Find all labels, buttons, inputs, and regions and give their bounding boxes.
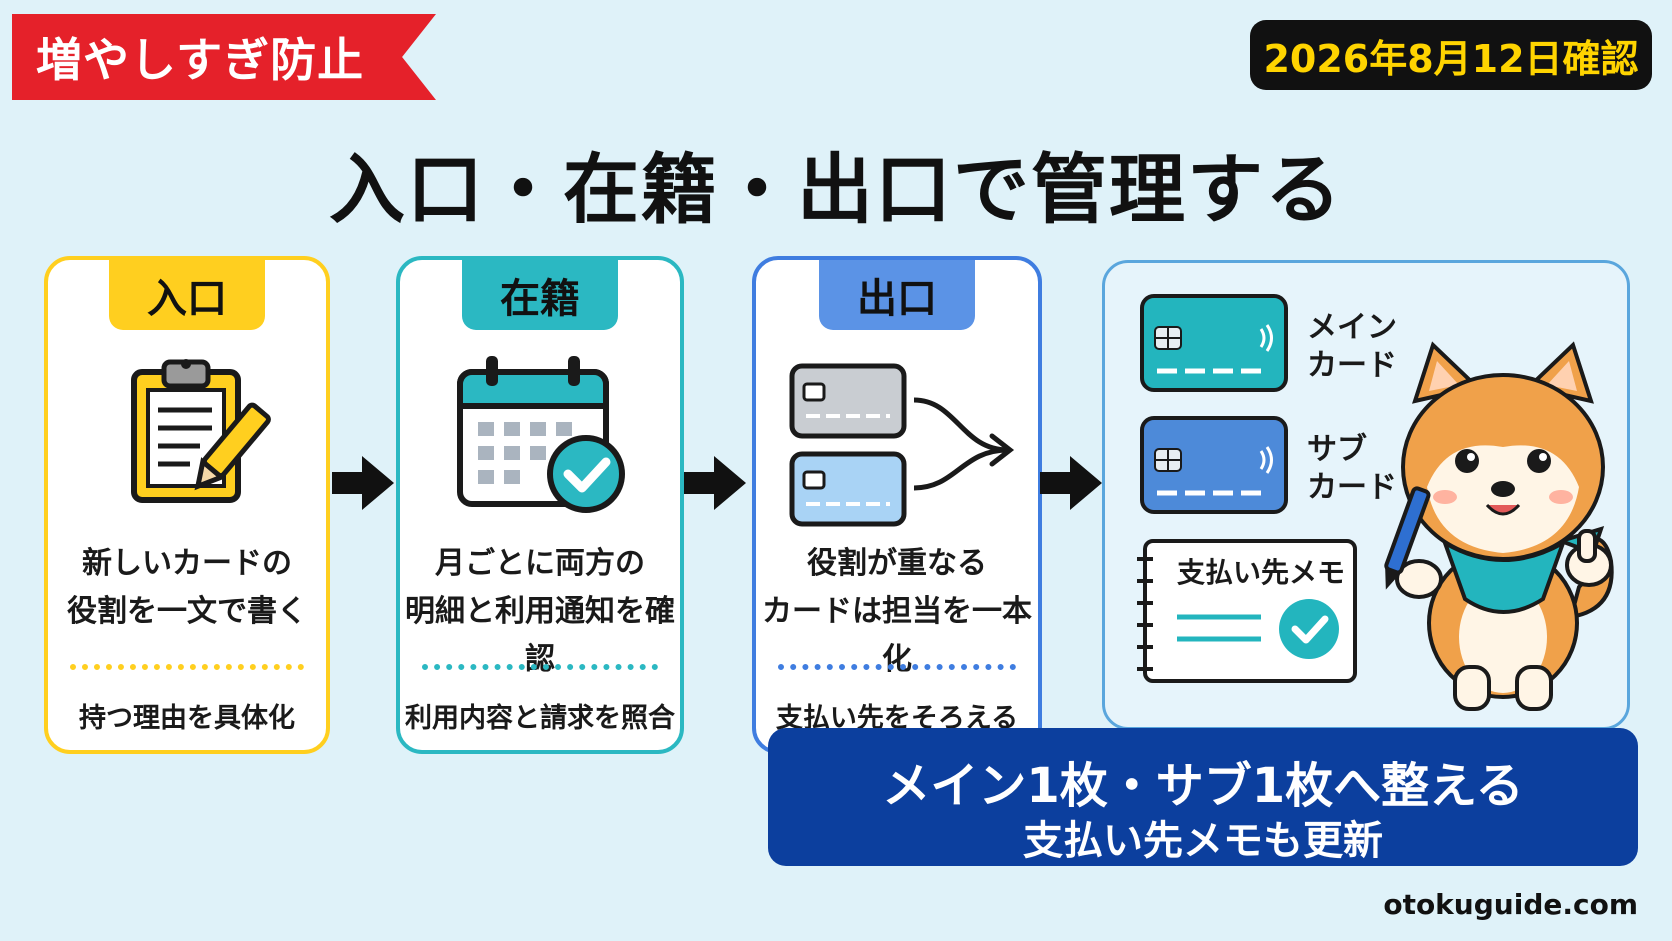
main-card-label: メイン カード (1307, 309, 1397, 385)
dotted-divider (422, 664, 658, 670)
shiba-dog-mascot-icon (1375, 337, 1627, 727)
summary-banner-line1: メイン1枚・サブ1枚へ整える (882, 758, 1524, 814)
calendar-check-icon (452, 350, 632, 520)
footer-site-url: otokuguide.com (1383, 888, 1638, 921)
right-arrow-icon (684, 456, 746, 510)
right-arrow-icon (1040, 456, 1102, 510)
step-tab-exit: 出口 (819, 260, 975, 330)
date-badge-label: 2026年8月12日確認 (1263, 36, 1639, 81)
step-card-exit: 出口 役割が重なる カードは担当を一本化 支払い先をそろえる (752, 256, 1042, 754)
page-title: 入口・在籍・出口で管理する (329, 145, 1343, 234)
right-arrow-icon (332, 456, 394, 510)
main-card-label-line2: カード (1307, 348, 1397, 383)
summary-banner-line2: 支払い先メモも更新 (1023, 818, 1383, 864)
main-card-label-line1: メイン (1307, 310, 1397, 345)
dotted-divider (778, 664, 1016, 670)
step-desc-line1: 月ごとに両方の (435, 546, 645, 581)
step-card-enrolled: 在籍 月ごとに両方の 明細と利用通知を確認 利用内容と請求を照合 (396, 256, 684, 754)
main-card-icon (1139, 293, 1289, 393)
cards-merge-icon (786, 360, 1026, 530)
ribbon-label: 増やしすぎ防止 (36, 33, 365, 87)
result-panel: メイン カード サブ カード 支払い先メモ (1102, 260, 1630, 730)
step-desc-line2: カードは担当を一本化 (762, 594, 1032, 677)
summary-banner: メイン1枚・サブ1枚へ整える 支払い先メモも更新 (768, 728, 1638, 866)
header-ribbon: 増やしすぎ防止 (12, 14, 436, 100)
step-desc-line2: 役割を一文で書く (67, 594, 307, 629)
step-tab-entry: 入口 (109, 260, 265, 330)
step-desc-line2: 明細と利用通知を確認 (405, 594, 675, 677)
step-desc-line1: 役割が重なる (807, 546, 987, 581)
sub-card-label-line2: カード (1307, 470, 1397, 505)
sub-card-label-line1: サブ (1307, 432, 1367, 467)
step-desc-line1: 新しいカードの (82, 546, 292, 581)
clipboard-pencil-icon (114, 352, 274, 512)
memo-notebook-icon (1131, 537, 1361, 687)
step-tab-enrolled: 在籍 (462, 260, 618, 330)
step-note: 持つ理由を具体化 (79, 703, 295, 734)
dotted-divider (70, 664, 304, 670)
step-card-entry: 入口 新しいカードの 役割を一文で書く 持つ理由を具体化 (44, 256, 330, 754)
sub-card-label: サブ カード (1307, 431, 1397, 507)
step-note: 利用内容と請求を照合 (405, 703, 675, 734)
sub-card-icon (1139, 415, 1289, 515)
date-badge: 2026年8月12日確認 (1250, 20, 1652, 90)
memo-title: 支払い先メモ (1177, 556, 1346, 589)
